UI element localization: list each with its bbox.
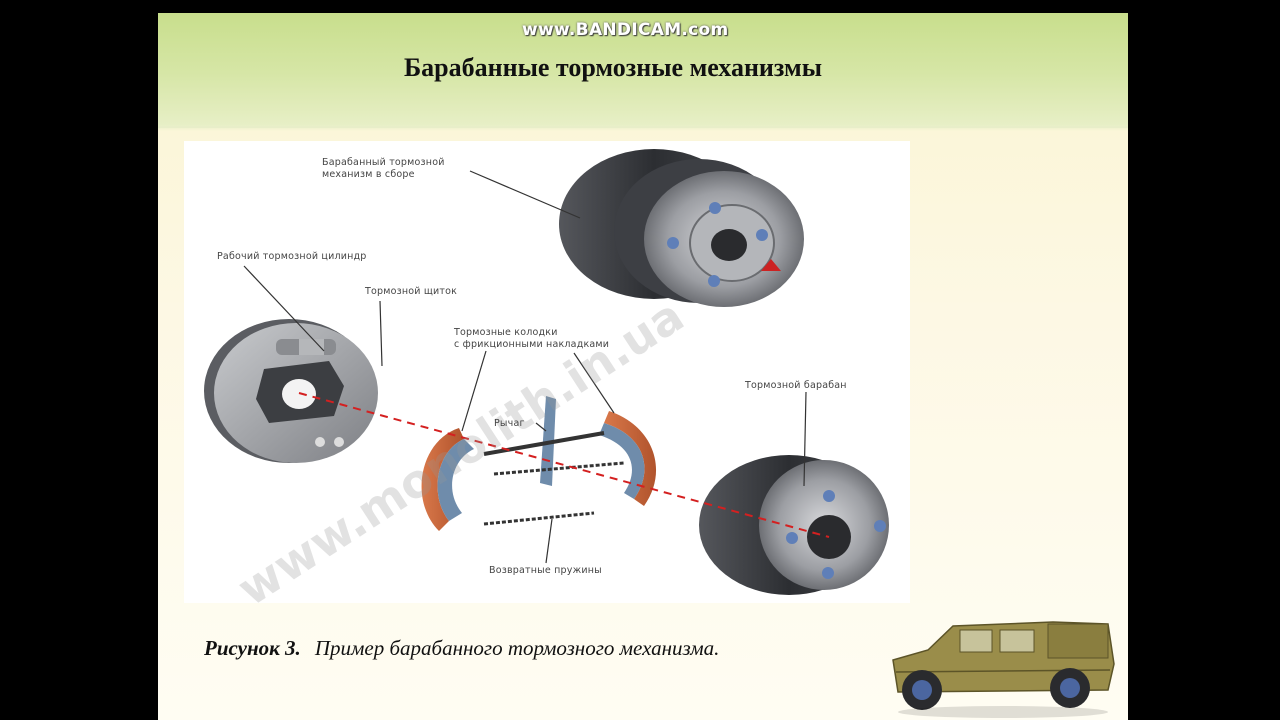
callout-return-springs: Возвратные пружины [489,565,602,577]
recorder-watermark: www.BANDICAM.com [522,20,729,40]
backing-plate-image [204,319,378,463]
callout-lever: Рычаг [494,418,525,430]
assembled-drum-image [559,149,804,307]
figure-caption-label: Рисунок 3. [204,636,301,660]
figure-caption: Рисунок 3. Пример барабанного тормозного … [204,636,719,661]
callout-brake-shoes: Тормозные колодки с фрикционными накладк… [454,327,609,351]
callout-backing-plate: Тормозной щиток [365,286,457,298]
callout-assembled-drum-line2: механизм в сборе [322,169,445,181]
callout-brake-shoes-line1: Тормозные колодки [454,327,609,339]
brake-drum-image [699,455,889,595]
callout-brake-drum: Тормозной барабан [745,380,847,392]
slide-title: Барабанные тормозные механизмы [158,53,1128,83]
header-divider [158,126,1128,128]
brake-diagram: www.monolith.in.ua Барабанный тормозной … [184,141,910,603]
callout-brake-shoes-line2: с фрикционными накладками [454,339,609,351]
callout-wheel-cylinder: Рабочий тормозной цилиндр [217,251,367,263]
callout-assembled-drum-line1: Барабанный тормозной [322,157,445,169]
callout-assembled-drum: Барабанный тормозной механизм в сборе [322,157,445,181]
military-vehicle-icon [888,612,1123,720]
figure-caption-text: Пример барабанного тормозного механизма. [315,636,720,660]
